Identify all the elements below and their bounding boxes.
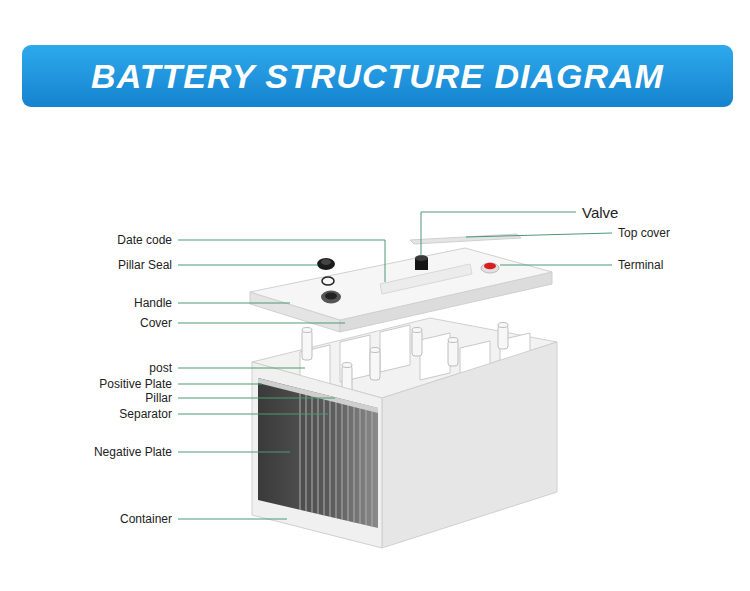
title-band (22, 45, 733, 107)
part-label: Negative Plate (94, 446, 172, 458)
part-label: Separator (119, 408, 172, 420)
part-label: Container (120, 513, 172, 525)
leader-lines (178, 212, 612, 519)
part-label: Pillar Seal (118, 259, 172, 271)
part-label: Top cover (618, 227, 670, 239)
part-label: Handle (134, 297, 172, 309)
part-label: Terminal (618, 259, 663, 271)
part-label: Cover (140, 317, 172, 329)
part-label: Date code (117, 234, 172, 246)
part-label: Positive Plate (99, 378, 172, 390)
part-label: Valve (582, 205, 618, 220)
diagram-title: BATTERY STRUCTURE DIAGRAM (22, 45, 733, 107)
part-label: post (149, 362, 172, 374)
part-label: Pillar (145, 392, 172, 404)
